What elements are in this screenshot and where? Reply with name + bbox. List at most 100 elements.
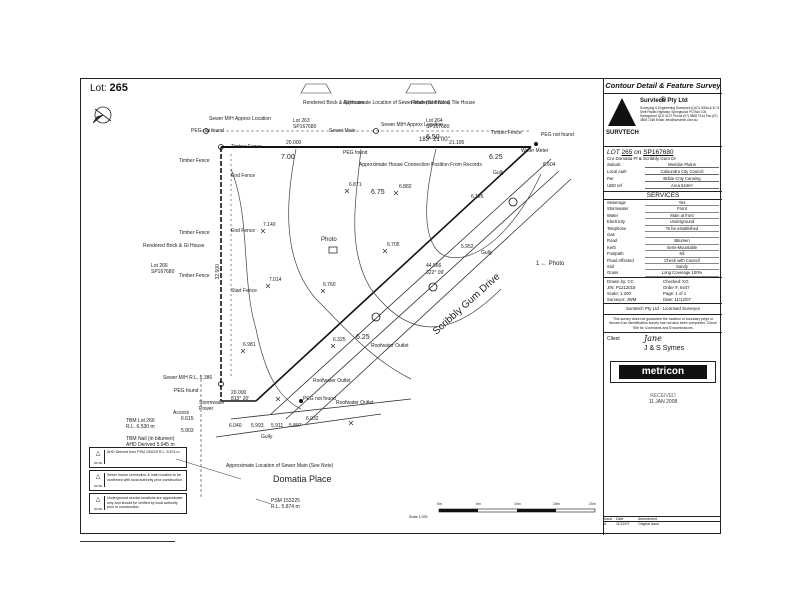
- label-access: Access: [173, 410, 190, 416]
- label-peg-found2: PEG found: [174, 388, 199, 394]
- underline-mark: [80, 541, 175, 542]
- label-lot266: Lot 266: [151, 263, 168, 269]
- scale-label: Scale 1:200: [409, 515, 428, 519]
- spot-level: 5.897: [289, 423, 302, 429]
- label-sewer-main: Sewer Main: [329, 128, 356, 134]
- dim-21195: 21.195: [449, 140, 465, 146]
- scale-bar: [438, 508, 596, 513]
- spot-level: 6.040: [229, 423, 242, 429]
- label-sewer-approx2: Approximate Location of Sewer Main (See …: [226, 463, 334, 469]
- spot-level: 6.604: [543, 162, 556, 168]
- dim-bearing-b: 813° 20': [231, 396, 250, 402]
- warning-icon: △NOTE: [92, 450, 105, 465]
- label-start-fence: Start Fence: [231, 288, 257, 294]
- spot-level: 6.032: [306, 416, 319, 422]
- label-roofwater2: Roofwater Outlet: [336, 400, 374, 406]
- note-services: △NOTE Underground service locations are …: [89, 493, 187, 514]
- label-roofwater3: Roofwater Outlet: [313, 378, 351, 384]
- scale-tick: 15m: [553, 502, 560, 506]
- label-gully1: Gully: [261, 434, 273, 440]
- warning-icon: △NOTE: [92, 496, 105, 511]
- photo-label: Photo: [321, 237, 337, 243]
- spot-level: 6.705: [387, 242, 400, 248]
- spot-level: 5.952: [461, 244, 474, 250]
- scale-tick: 5m: [476, 502, 481, 506]
- spot-level: 6.325: [333, 337, 346, 343]
- lot-row: LOT 265 on SP167680: [607, 149, 674, 156]
- scale-tick: 0m: [437, 502, 442, 506]
- label-fence4: Timber Fence: [179, 230, 210, 236]
- note-ahd: △NOTE AHD Derived from PSM 153225 R.L. 5…: [89, 447, 187, 468]
- label-peg-nf2: PEG not found: [541, 132, 574, 138]
- dim-44566: 44.566: [426, 263, 442, 269]
- licensed-line: Survtech Pty Ltd - Licensed Surveyor: [604, 302, 722, 314]
- spot-level: 7.014: [269, 277, 282, 283]
- logo-text: SURVTECH: [606, 130, 639, 136]
- company-name: Survtech Pty Ltd: [640, 98, 688, 104]
- survey-plan: [92, 83, 596, 513]
- spot-level: 6.871: [349, 182, 362, 188]
- metricon-logo: metricon: [610, 361, 716, 384]
- panel-header: Contour Detail & Feature Survey ©: [604, 81, 722, 104]
- label-house-266: Rendered Brick & Gl House: [143, 243, 205, 249]
- label-tbm-rl: R.L. 6.530 m: [126, 424, 155, 430]
- scale-tick: 20m: [589, 502, 596, 506]
- spot-level: 5.911: [271, 423, 284, 429]
- label-end-fence2: End Fence: [231, 228, 256, 234]
- spot-level: 6.981: [243, 342, 256, 348]
- dim-20000b: 20.000: [231, 390, 247, 396]
- spot-level: 5.993: [251, 423, 264, 429]
- label-lot266-sp: SP167680: [151, 269, 175, 275]
- warning-icon: △NOTE: [92, 473, 105, 488]
- label-sewer-approx: Approximate Location of Sewer Main (See …: [343, 100, 451, 106]
- disclaimer: This survey does not guarantee the locat…: [604, 313, 722, 333]
- label-sewer-mh: Sewer M/H Approx Location: [209, 116, 271, 122]
- received-stamp: RECEIVED: [650, 393, 676, 400]
- survtech-logo-icon: [608, 98, 636, 126]
- scale-tick: 10m: [514, 502, 521, 506]
- services-title: SERVICES: [604, 191, 722, 200]
- label-sewer-mh3: Sewer M/H R.L. 5.386: [163, 375, 213, 381]
- survey-sheet: Lot: 265: [80, 78, 722, 535]
- label-peg-nf1: PEG not found: [191, 128, 224, 134]
- label-lot263-sp: SP167680: [293, 124, 317, 130]
- north-arrow-icon: [92, 106, 112, 124]
- camera-icon: [328, 246, 338, 254]
- dim-bearing: 322° 09': [426, 270, 445, 276]
- contour-650: 6.50: [426, 134, 440, 141]
- label-end-fence1: End Fence: [231, 173, 256, 179]
- label-fence2: Timber Fence: [491, 130, 522, 136]
- spot-level: 6.615: [181, 416, 194, 422]
- label-roofwater1: Roofwater Outlet: [371, 343, 409, 349]
- title-block: Contour Detail & Feature Survey © SURVTE…: [603, 79, 722, 535]
- label-psm: PSM 153225: [271, 498, 300, 504]
- boundary-frontage: [255, 146, 532, 402]
- label-house-263: Rendered Brick & Gl House: [303, 100, 365, 106]
- contour-675: 6.75: [371, 189, 385, 196]
- contour-625b: 6.25: [356, 334, 370, 341]
- spot-level: 6.760: [323, 282, 336, 288]
- label-fence3: Timber Fence: [179, 158, 210, 164]
- label-house-264: Rendered Brick & Tile House: [411, 100, 476, 106]
- company-address: Surveying & Engineering Surveyors (QLD) …: [640, 106, 720, 123]
- label-tbm-ahd: AHD Derived 5.945 m: [126, 442, 175, 448]
- contour-625a: 6.25: [489, 154, 503, 161]
- label-gully2: Gully: [481, 250, 493, 256]
- received-date: 11 JAN 2008: [648, 399, 678, 406]
- dim-top: 183° 21'00": [419, 137, 450, 143]
- client-signature: Jane: [644, 334, 662, 344]
